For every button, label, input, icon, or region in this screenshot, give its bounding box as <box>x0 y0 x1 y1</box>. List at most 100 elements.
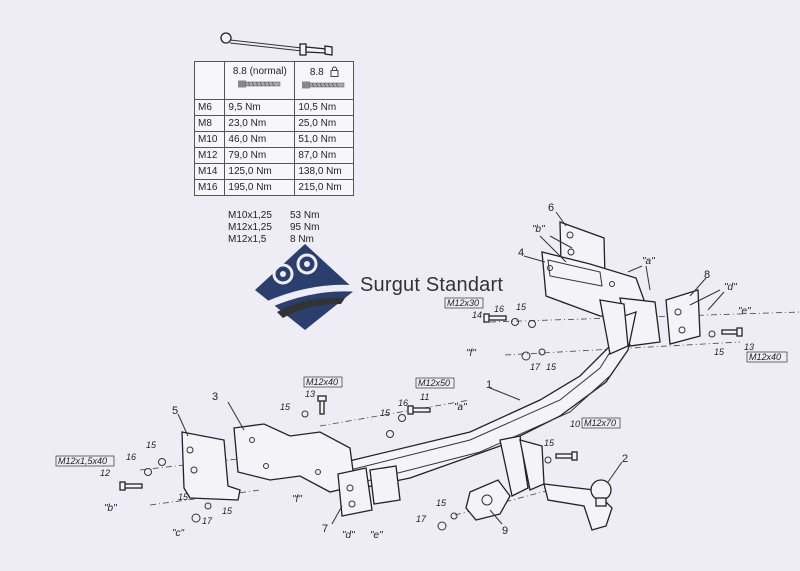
washer-16b <box>398 414 406 422</box>
callout-c: "c" <box>172 528 185 539</box>
lock-icon <box>330 66 338 77</box>
part-number: 8 <box>704 269 710 281</box>
part-number: 15 <box>714 347 725 357</box>
part-number: 2 <box>622 453 628 465</box>
bolt-illustration <box>220 32 333 56</box>
size-tag: M12x1,5x40 <box>58 456 107 466</box>
part-number: 15 <box>280 402 291 412</box>
callout-d: "d" <box>342 530 355 541</box>
part-numbers: 6 4 8 1 2 3 5 7 9 10 11 12 13 13 14 16 1… <box>100 202 754 537</box>
callout-e: "e" <box>738 306 751 317</box>
gear-icon <box>272 253 318 285</box>
bolt-size-tags: M12x30 M12x40 M12x40 M12x50 M12x70 M12x1… <box>55 297 788 467</box>
left-inner-bracket <box>233 423 356 493</box>
part-number: 15 <box>178 492 189 502</box>
torque-table-header: 8.8 (normal) 8.8 <box>193 61 354 100</box>
part-number: 13 <box>305 389 315 399</box>
part-number: 4 <box>518 247 524 259</box>
part-number: 11 <box>420 392 429 402</box>
bolt-13-left <box>317 395 327 415</box>
part-number: 16 <box>398 398 408 408</box>
washer-15h <box>544 456 552 464</box>
part-number: 9 <box>502 525 508 537</box>
washer-15g <box>204 502 212 510</box>
washer-15b <box>538 348 546 356</box>
fasteners <box>119 313 743 531</box>
callout-f: "f" <box>292 494 302 505</box>
nut-17c <box>437 521 447 531</box>
right-counter-plate <box>665 289 701 345</box>
center-plate <box>337 465 401 517</box>
callout-labels: "b" "a" "d" "e" "f" "a" "b" "c" "f" "d" … <box>104 224 751 541</box>
washer-15f <box>158 458 166 466</box>
nut-17b <box>191 513 201 523</box>
part-number: 14 <box>472 310 482 320</box>
part-number: 12 <box>100 468 110 478</box>
callout-a: "a" <box>642 256 655 267</box>
bolt-12 <box>119 481 143 491</box>
part-number: 15 <box>516 302 527 312</box>
bolt-14 <box>483 313 507 323</box>
centerlines <box>139 311 800 516</box>
part-number: 5 <box>172 405 178 417</box>
callout-d: "d" <box>724 282 737 293</box>
left-outer-plate <box>181 431 241 501</box>
bolt-13-right <box>721 327 743 337</box>
main-crossbar <box>344 299 637 491</box>
part-number: 1 <box>486 379 492 391</box>
callout-b: "b" <box>104 503 117 514</box>
logo-car <box>277 297 345 318</box>
part-number: 16 <box>494 304 504 314</box>
part-number: 6 <box>548 202 554 214</box>
callout-a: "a" <box>454 402 467 413</box>
size-tag: M12x50 <box>418 378 450 388</box>
size-tag: M12x40 <box>306 377 338 387</box>
part-number: 15 <box>544 438 555 448</box>
bolt-10 <box>555 451 578 461</box>
washer-16 <box>511 318 519 326</box>
part-number: 15 <box>436 498 447 508</box>
size-tag: M12x30 <box>447 298 479 308</box>
part-number: 13 <box>744 342 754 352</box>
size-tag: M12x70 <box>584 418 616 428</box>
bolt-11 <box>407 405 431 415</box>
bolt-icon <box>302 81 345 89</box>
callout-e: "e" <box>370 530 383 541</box>
bolt-icon <box>237 80 281 88</box>
callout-f: "f" <box>466 348 476 359</box>
socket-plate <box>465 435 545 521</box>
part-number: 7 <box>322 523 328 535</box>
torque-header-normal: 8.8 (normal) <box>224 61 296 100</box>
part-number: 15 <box>146 440 157 450</box>
part-number: 17 <box>530 362 541 372</box>
nut-17 <box>521 351 531 361</box>
size-tag: M12x40 <box>749 352 781 362</box>
part-number: 15 <box>546 362 557 372</box>
part-number: 3 <box>212 391 218 403</box>
washer-15d <box>301 410 309 418</box>
washer-15c <box>708 330 716 338</box>
leader-lines <box>177 211 725 525</box>
tow-ball <box>543 479 613 531</box>
watermark-text: Surgut Standart <box>360 274 504 296</box>
torque-table: 8.8 (normal) 8.8 <box>193 61 354 196</box>
logo-diamond <box>255 244 355 330</box>
logo-swoosh <box>265 284 365 308</box>
part-number: 17 <box>202 516 213 526</box>
washer-15i <box>450 512 458 520</box>
washer-16c <box>144 468 152 476</box>
washer-15e <box>386 430 394 438</box>
part-number: 10 <box>570 419 580 429</box>
part-number: 15 <box>222 506 233 516</box>
washer-15 <box>528 320 536 328</box>
part-number: 17 <box>416 514 427 524</box>
